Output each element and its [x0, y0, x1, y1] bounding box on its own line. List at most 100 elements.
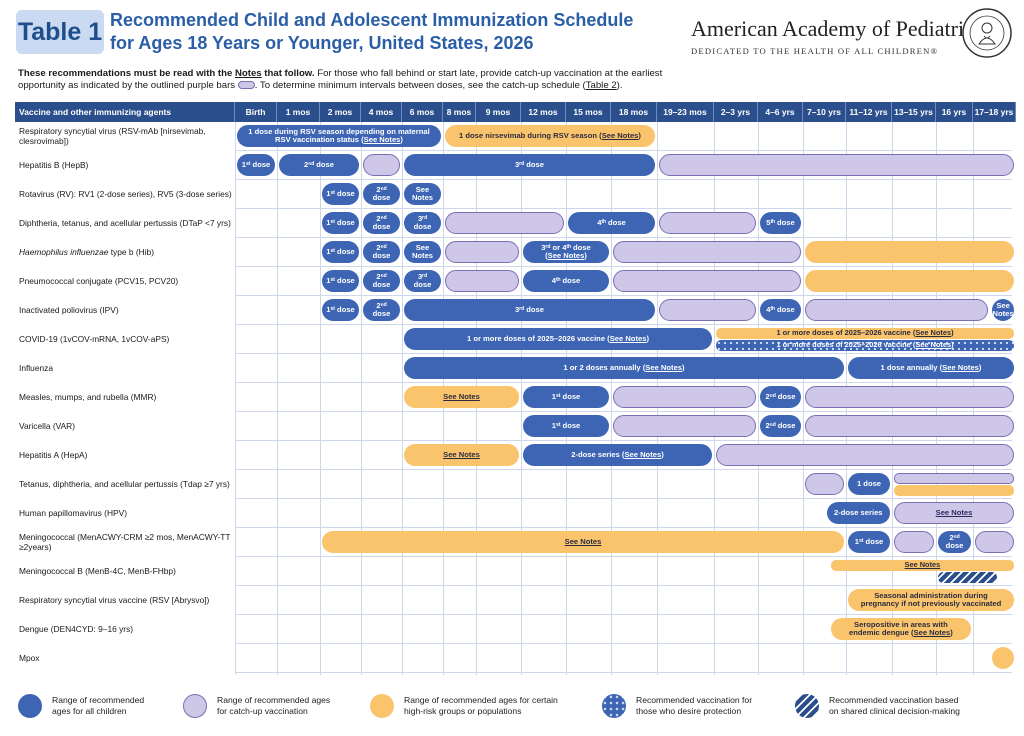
- schedule-bar-catch[interactable]: [363, 154, 400, 176]
- schedule-bar-blue[interactable]: 1 dose during RSV season depending on ma…: [237, 125, 441, 147]
- schedule-bar-blue[interactable]: 4ᵗʰ dose: [568, 212, 655, 234]
- schedule-bar-blue[interactable]: 2-dose series (See Notes): [523, 444, 712, 466]
- grid-row-line: [15, 469, 1012, 470]
- schedule-bar-blue[interactable]: 3ʳᵈ dose: [404, 154, 655, 176]
- legend-line-1: Range of recommended: [52, 695, 145, 705]
- schedule-bar-blue[interactable]: 2ⁿᵈ dose: [760, 386, 801, 408]
- schedule-bar-blue[interactable]: 4ᵗʰ dose: [760, 299, 801, 321]
- schedule-bar-blue[interactable]: 3ʳᵈ dose: [404, 299, 655, 321]
- grid-row-line: [15, 179, 1012, 180]
- schedule-bar-catch[interactable]: [613, 270, 801, 292]
- schedule-bar-catch[interactable]: [894, 473, 1014, 484]
- legend-swatch-dots: [602, 694, 626, 718]
- schedule-bar-blue[interactable]: 1ˢᵗ dose: [322, 299, 359, 321]
- bar-label: See Notes: [904, 560, 941, 570]
- vaccine-row: Tetanus, diphtheria, and acellular pertu…: [15, 470, 1014, 499]
- bar-label: See Notes: [935, 507, 973, 517]
- schedule-bar-blue[interactable]: 1ˢᵗ dose: [523, 415, 609, 437]
- schedule-bar-catch[interactable]: [445, 212, 564, 234]
- schedule-bar-blue[interactable]: 4ᵗʰ dose: [523, 270, 609, 292]
- bar-label: See: [415, 184, 430, 194]
- schedule-bar-catch[interactable]: [805, 386, 1014, 408]
- schedule-bar-catch[interactable]: [805, 473, 844, 495]
- grid-row-line: [15, 440, 1012, 441]
- schedule-bar-catch[interactable]: [659, 212, 756, 234]
- grid-column-line: [758, 122, 759, 675]
- schedule-bar-blue[interactable]: 1ˢᵗ dose: [237, 154, 275, 176]
- schedule-bar-blue[interactable]: 3ʳᵈ or 4ᵗʰ dose(See Notes): [523, 241, 609, 263]
- schedule-bar-risk[interactable]: See Notes: [404, 386, 519, 408]
- schedule-bar-risk[interactable]: [992, 647, 1014, 669]
- schedule-bar-blue[interactable]: 5ᵗʰ dose: [760, 212, 801, 234]
- schedule-bar-blue[interactable]: 1ˢᵗ dose: [322, 270, 359, 292]
- schedule-bar-blue[interactable]: 1 or 2 doses annually (See Notes): [404, 357, 844, 379]
- grid-column-line: [402, 122, 403, 675]
- schedule-bar-catch[interactable]: [805, 299, 989, 321]
- schedule-bar-blue[interactable]: 1ˢᵗ dose: [848, 531, 890, 553]
- schedule-bar-blue[interactable]: 1ˢᵗ dose: [322, 212, 359, 234]
- schedule-bar-catch[interactable]: [613, 386, 756, 408]
- bar-label: 4ᵗʰ dose: [551, 275, 581, 285]
- schedule-bar-blue[interactable]: 1ˢᵗ dose: [523, 386, 609, 408]
- schedule-bar-catch[interactable]: [445, 241, 519, 263]
- schedule-bar-risk[interactable]: See Notes: [404, 444, 519, 466]
- bar-label-line2: Notes: [411, 251, 434, 260]
- schedule-bar-blue[interactable]: 2-dose series: [826, 502, 890, 524]
- notes-link[interactable]: Notes: [234, 68, 262, 79]
- schedule-bar-stripe[interactable]: [938, 572, 997, 583]
- schedule-bar-blue[interactable]: 1 or more doses of 2025–2026 vaccine (Se…: [404, 328, 712, 350]
- schedule-bar-risk[interactable]: 1 or more doses of 2025–2026 vaccine (Se…: [716, 328, 1014, 339]
- legend-line-1: Recommended vaccination based: [829, 695, 959, 705]
- schedule-bar-risk[interactable]: See Notes: [322, 531, 844, 553]
- schedule-bar-risk[interactable]: See Notes: [830, 560, 1014, 571]
- schedule-bar-catch[interactable]: [659, 154, 1014, 176]
- schedule-bar-risk[interactable]: [805, 270, 1014, 292]
- bar-label: 4ᵗʰ dose: [766, 304, 795, 314]
- schedule-bar-catch[interactable]: [659, 299, 756, 321]
- schedule-bar-dots[interactable]: 1 or more doses of 2025–2026 vaccine (Se…: [716, 340, 1014, 351]
- grid-row-line: [15, 643, 1012, 644]
- schedule-bar-catch[interactable]: [613, 241, 801, 263]
- grid-column-line: [235, 122, 236, 675]
- schedule-bar-risk[interactable]: 1 dose nirsevimab during RSV season (See…: [445, 125, 655, 147]
- bar-label: 1ˢᵗ dose: [326, 217, 355, 227]
- schedule-bar-blue[interactable]: 2ⁿᵈ dose: [760, 415, 801, 437]
- schedule-bar-blue[interactable]: 1ˢᵗ dose: [322, 183, 359, 205]
- schedule-bar-blue[interactable]: 1 dose annually (See Notes): [848, 357, 1014, 379]
- column-header-age: 18 mos: [611, 102, 657, 122]
- page-title: Recommended Child and Adolescent Immuniz…: [110, 9, 670, 55]
- schedule-bar-catch[interactable]: [445, 270, 519, 292]
- bar-label-line2: Notes: [992, 309, 1014, 318]
- schedule-bar-catch[interactable]: [613, 415, 756, 437]
- schedule-bar-catch[interactable]: [975, 531, 1014, 553]
- bar-label: 2ⁿᵈ dose: [303, 159, 335, 169]
- schedule-bar-catch[interactable]: [716, 444, 1014, 466]
- schedule-bar-catch[interactable]: See Notes: [894, 502, 1014, 524]
- bar-label: 2-dose series (See Notes): [571, 449, 664, 459]
- schedule-bar-catch[interactable]: [894, 531, 934, 553]
- schedule-bar-blue[interactable]: 2ⁿᵈ dose: [279, 154, 359, 176]
- schedule-bar-catch[interactable]: [805, 415, 1014, 437]
- legend-line-2: on shared clinical decision-making: [829, 706, 960, 716]
- schedule-bar-risk[interactable]: [894, 485, 1014, 496]
- schedule-bar-blue[interactable]: 1 dose: [848, 473, 890, 495]
- schedule-bar-blue[interactable]: 1ˢᵗ dose: [322, 241, 359, 263]
- vaccine-row: Measles, mumps, and rubella (MMR)See Not…: [15, 383, 1014, 412]
- schedule-bar-risk[interactable]: [805, 241, 1014, 263]
- bar-label: 3ʳᵈ dose: [515, 304, 544, 314]
- column-header-age: 17–18 yrs: [973, 102, 1016, 122]
- table2-link[interactable]: Table 2: [585, 80, 617, 91]
